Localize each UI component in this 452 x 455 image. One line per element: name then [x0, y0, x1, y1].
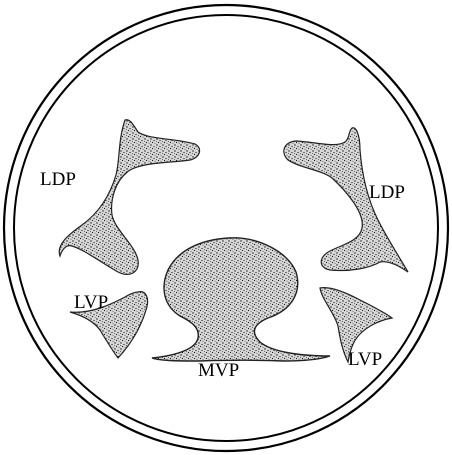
- label-ldp-left: LDP: [40, 169, 76, 190]
- median-ventral-plate-shape: [152, 238, 330, 361]
- label-ldp-right: LDP: [369, 182, 405, 203]
- label-lvp-right: LVP: [348, 349, 382, 370]
- label-mvp: MVP: [198, 360, 239, 381]
- label-lvp-left: LVP: [74, 292, 108, 313]
- left-dorsal-plate-shape: [59, 120, 199, 275]
